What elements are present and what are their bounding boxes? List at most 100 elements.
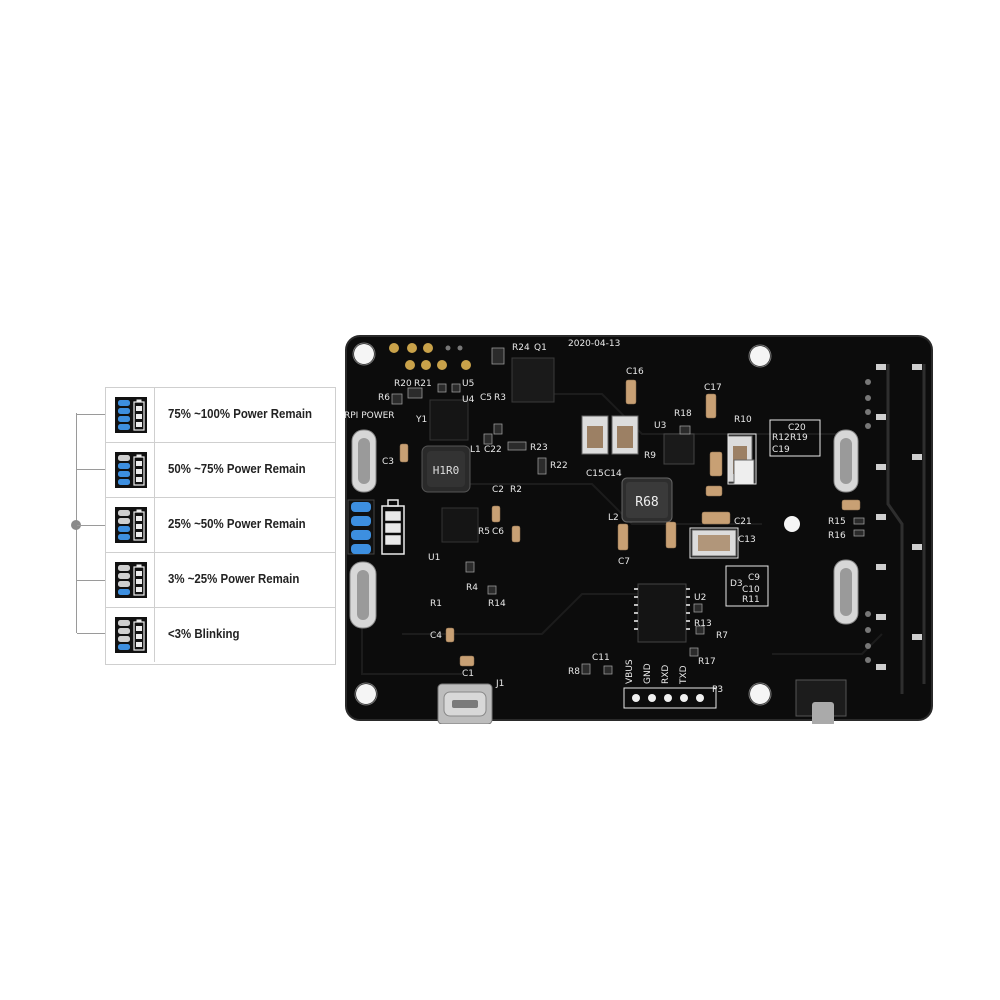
battery-led-icon: [106, 553, 155, 607]
svg-text:C1: C1: [462, 669, 474, 679]
led-off: [118, 581, 130, 587]
svg-text:C2: C2: [492, 485, 504, 495]
battery-clip-slot-icon: [349, 429, 859, 629]
u3-chip: [663, 433, 695, 465]
smd-resistors: [391, 347, 865, 675]
led-off: [118, 636, 130, 642]
inductor-1-label: H1R0: [433, 464, 460, 477]
legend-connector: [77, 580, 106, 581]
battery-led-icon: [106, 498, 155, 552]
svg-text:C14: C14: [604, 469, 622, 479]
led-on: [118, 424, 130, 430]
legend-row: <3% Blinking: [106, 608, 335, 662]
svg-text:R10: R10: [734, 415, 752, 425]
svg-text:U4: U4: [462, 395, 475, 405]
led-off: [118, 620, 130, 626]
pcb-board: H1R0 R68: [342, 334, 936, 724]
q1-chip: [511, 357, 555, 403]
led-off: [118, 455, 130, 461]
board-battery-icon: [381, 499, 405, 555]
svg-text:R2: R2: [510, 485, 522, 495]
svg-text:VBUS: VBUS: [625, 659, 635, 684]
svg-text:Y1: Y1: [415, 415, 427, 425]
led-off: [118, 628, 130, 634]
battery-cell: [136, 642, 142, 647]
legend-label: <3% Blinking: [168, 626, 240, 641]
svg-text:R3: R3: [494, 393, 506, 403]
micro-usb-port-icon: [437, 683, 493, 724]
battery-cell: [136, 422, 142, 427]
led-on: [118, 526, 130, 532]
led-off: [118, 510, 130, 516]
battery-cell: [136, 626, 142, 631]
svg-text:C13: C13: [738, 535, 756, 545]
svg-text:R14: R14: [488, 599, 506, 609]
svg-text:R5: R5: [478, 527, 490, 537]
svg-text:R16: R16: [828, 531, 846, 541]
svg-text:R23: R23: [530, 443, 548, 453]
svg-text:C19: C19: [772, 445, 790, 455]
battery-cell: [136, 477, 142, 482]
led-on: [118, 408, 130, 414]
svg-text:D3: D3: [730, 579, 743, 589]
legend-row: 50% ~75% Power Remain: [106, 443, 335, 498]
svg-text:C5: C5: [480, 393, 492, 403]
battery-level-legend: 75% ~100% Power Remain 50% ~75% Power Re…: [62, 387, 336, 665]
legend-label: 3% ~25% Power Remain: [168, 571, 300, 586]
legend-bracket-dot: [71, 520, 81, 530]
svg-text:R18: R18: [674, 409, 692, 419]
svg-text:R11: R11: [742, 595, 760, 605]
led-on: [118, 644, 130, 650]
large-capacitors: [581, 415, 753, 557]
svg-text:C17: C17: [704, 383, 722, 393]
svg-text:R1: R1: [430, 599, 442, 609]
legend-label: 75% ~100% Power Remain: [168, 406, 313, 421]
battery-cell: [136, 414, 142, 419]
led-on: [118, 463, 130, 469]
svg-text:R4: R4: [466, 583, 478, 593]
svg-text:C10: C10: [742, 585, 760, 595]
legend-row: 75% ~100% Power Remain: [106, 388, 335, 443]
svg-text:C9: C9: [748, 573, 760, 583]
svg-text:R6: R6: [378, 393, 390, 403]
svg-text:L1: L1: [470, 445, 481, 455]
battery-led-icon: [106, 443, 155, 497]
svg-text:R17: R17: [698, 657, 716, 667]
led-on: [118, 589, 130, 595]
led-on: [118, 534, 130, 540]
mounting-hole-icon: [352, 342, 800, 706]
svg-text:R21: R21: [414, 379, 432, 389]
rpi-power-label: RPI POWER: [344, 411, 395, 421]
svg-text:C22: C22: [484, 445, 502, 455]
battery-cell: [136, 571, 142, 576]
svg-text:J1: J1: [495, 679, 504, 689]
led-off: [118, 573, 130, 579]
inductor-l2: R68: [621, 477, 673, 523]
battery-cell: [136, 579, 142, 584]
legend-row: 3% ~25% Power Remain: [106, 553, 335, 608]
led-off: [118, 518, 130, 524]
battery-led-icon: [106, 388, 155, 442]
svg-text:C20: C20: [788, 423, 806, 433]
svg-text:R20: R20: [394, 379, 412, 389]
svg-text:R8: R8: [568, 667, 580, 677]
svg-text:GND: GND: [643, 663, 653, 684]
svg-text:Q1: Q1: [534, 343, 547, 353]
svg-text:TXD: TXD: [679, 665, 689, 685]
svg-text:C3: C3: [382, 457, 394, 467]
legend-label: 25% ~50% Power Remain: [168, 516, 306, 531]
led-on: [118, 479, 130, 485]
smd-capacitors: [399, 379, 861, 667]
inductor-2-label: R68: [635, 495, 658, 510]
battery-led-icon: [106, 608, 155, 662]
power-switch-icon: [795, 679, 847, 724]
svg-text:RXD: RXD: [661, 665, 671, 684]
svg-text:R13: R13: [694, 619, 712, 629]
led-on: [118, 416, 130, 422]
board-led-bar: [347, 499, 375, 555]
svg-text:C16: C16: [626, 367, 644, 377]
battery-cell: [136, 406, 142, 411]
p3-header-pads: [632, 694, 704, 702]
led-on: [118, 471, 130, 477]
legend-table: 75% ~100% Power Remain 50% ~75% Power Re…: [105, 387, 336, 665]
